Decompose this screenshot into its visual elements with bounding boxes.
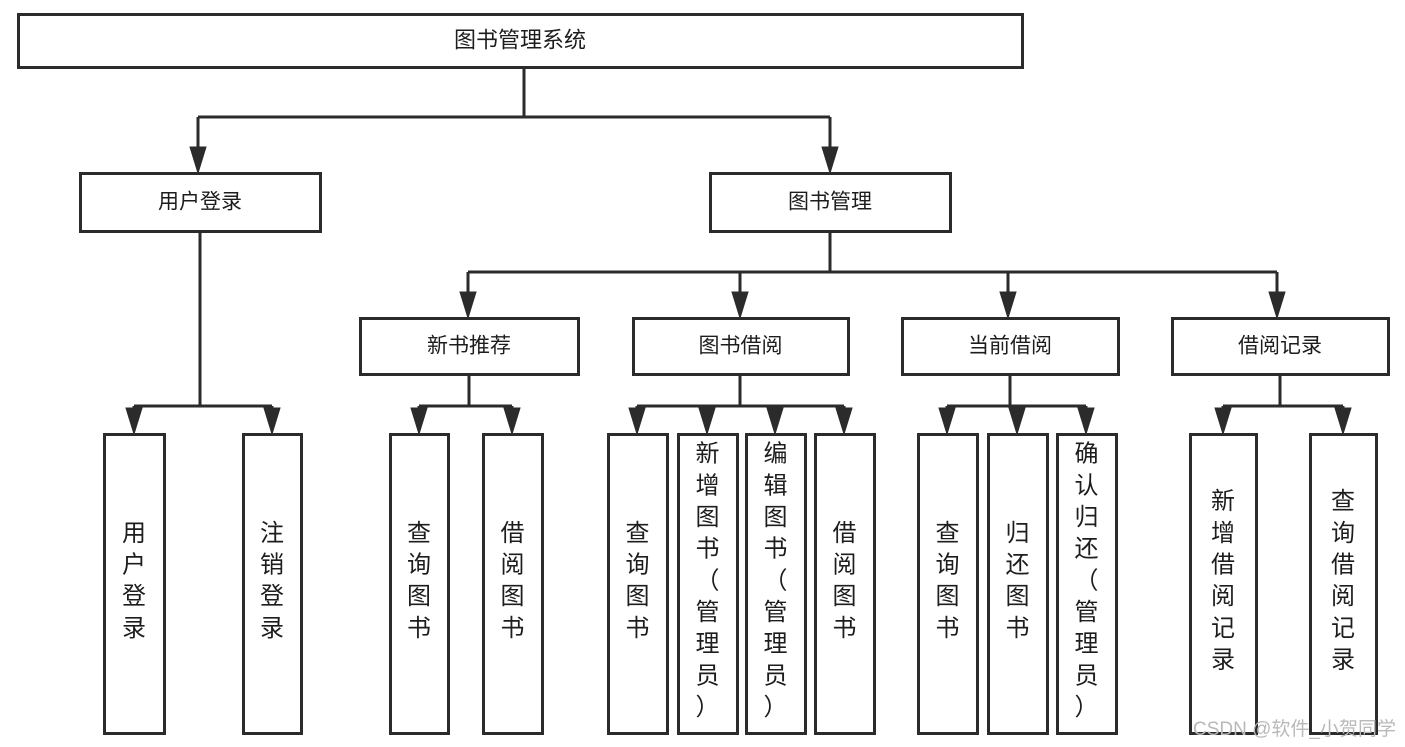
group-1-arrowhead-1 (698, 407, 716, 436)
leaf-node-1-border (242, 433, 303, 735)
level3-node-label-2: 当前借阅 (968, 335, 1052, 358)
leaf-node-10-border (1056, 433, 1118, 735)
connector-layer (125, 67, 1352, 436)
leaf-node-7[interactable]: 借阅图书 (814, 433, 876, 735)
leaf-node-8-border (917, 433, 979, 735)
leaf-node-label-6: 编辑图书（管理员） (764, 441, 788, 721)
leaf-node-8[interactable]: 查询图书 (917, 433, 979, 735)
leaf-node-label-12: 查询借阅记录 (1331, 488, 1355, 673)
mgmt-arrowhead-2 (999, 291, 1017, 320)
leaf-node-11[interactable]: 新增借阅记录 (1189, 433, 1258, 735)
root-node-图书管理系统-border (17, 13, 1024, 69)
leaf-node-6-border (745, 433, 807, 735)
leaf-node-label-1: 注销登录 (260, 520, 284, 642)
group-1-arrowhead-3 (835, 407, 853, 436)
root-arrowhead-1 (821, 146, 839, 175)
group-1-arrowhead-0 (628, 407, 646, 436)
level3-node-label-0: 新书推荐 (427, 335, 511, 358)
leaf-node-4[interactable]: 查询图书 (607, 433, 669, 735)
level2-node-1[interactable]: 图书管理 (709, 172, 952, 233)
group-3-arrowhead-0 (1214, 407, 1232, 436)
watermark-text: CSDN @软件_小贺同学 (1193, 718, 1396, 740)
mgmt-arrowhead-0 (459, 291, 477, 320)
leaf-node-11-border (1189, 433, 1258, 735)
leaf-node-3[interactable]: 借阅图书 (482, 433, 544, 735)
leaf-node-2[interactable]: 查询图书 (389, 433, 450, 735)
level2-node-label-0: 用户登录 (158, 191, 242, 214)
leaf-node-label-10: 确认归还（管理员） (1075, 441, 1099, 721)
login-arrowhead-1 (263, 407, 281, 436)
group-2-arrowhead-0 (938, 407, 956, 436)
leaf-node-6[interactable]: 编辑图书（管理员） (745, 433, 807, 735)
level2-node-1-border (709, 172, 952, 233)
leaf-node-10[interactable]: 确认归还（管理员） (1056, 433, 1118, 735)
level2-node-0-border (79, 172, 322, 233)
group-3-arrowhead-1 (1334, 407, 1352, 436)
leaf-node-label-9: 归还图书 (1006, 520, 1030, 642)
group-0-arrowhead-1 (503, 407, 521, 436)
leaf-node-9[interactable]: 归还图书 (987, 433, 1049, 735)
mgmt-arrowhead-1 (731, 291, 749, 320)
mgmt-arrowhead-3 (1268, 291, 1286, 320)
level3-node-3[interactable]: 借阅记录 (1171, 317, 1390, 376)
group-2-arrowhead-2 (1077, 407, 1095, 436)
leaf-node-label-4: 查询图书 (626, 520, 650, 642)
leaf-node-5[interactable]: 新增图书（管理员） (677, 433, 739, 735)
node-layer: 图书管理系统用户登录图书管理新书推荐图书借阅当前借阅借阅记录用户登录注销登录查询… (17, 13, 1390, 735)
level3-node-label-3: 借阅记录 (1238, 335, 1322, 358)
level3-node-0[interactable]: 新书推荐 (359, 317, 580, 376)
leaf-node-7-border (814, 433, 876, 735)
leaf-node-3-border (482, 433, 544, 735)
root-node-图书管理系统[interactable]: 图书管理系统 (17, 13, 1024, 69)
leaf-node-label-3: 借阅图书 (501, 520, 525, 642)
leaf-node-label-7: 借阅图书 (833, 520, 857, 642)
root-node-label: 图书管理系统 (454, 27, 586, 52)
level3-node-2[interactable]: 当前借阅 (901, 317, 1120, 376)
level3-node-0-border (359, 317, 580, 376)
leaf-node-5-border (677, 433, 739, 735)
leaf-node-0[interactable]: 用户登录 (103, 433, 166, 735)
leaf-node-12[interactable]: 查询借阅记录 (1309, 433, 1378, 735)
level2-node-0[interactable]: 用户登录 (79, 172, 322, 233)
group-0-arrowhead-0 (410, 407, 428, 436)
leaf-node-label-5: 新增图书（管理员） (696, 441, 720, 721)
level3-node-label-1: 图书借阅 (699, 335, 783, 358)
leaf-node-1[interactable]: 注销登录 (242, 433, 303, 735)
level3-node-3-border (1171, 317, 1390, 376)
leaf-node-label-0: 用户登录 (122, 520, 146, 642)
group-1-arrowhead-2 (766, 407, 784, 436)
leaf-node-4-border (607, 433, 669, 735)
leaf-node-9-border (987, 433, 1049, 735)
leaf-node-label-2: 查询图书 (407, 520, 431, 642)
level3-node-1[interactable]: 图书借阅 (632, 317, 850, 376)
group-2-arrowhead-1 (1008, 407, 1026, 436)
leaf-node-12-border (1309, 433, 1378, 735)
level2-node-label-1: 图书管理 (788, 191, 872, 214)
level3-node-1-border (632, 317, 850, 376)
level3-node-2-border (901, 317, 1120, 376)
leaf-node-label-11: 新增借阅记录 (1211, 488, 1235, 673)
leaf-node-label-8: 查询图书 (936, 520, 960, 642)
leaf-node-2-border (389, 433, 450, 735)
root-arrowhead-0 (189, 146, 207, 175)
login-arrowhead-0 (125, 407, 143, 436)
leaf-node-0-border (103, 433, 166, 735)
